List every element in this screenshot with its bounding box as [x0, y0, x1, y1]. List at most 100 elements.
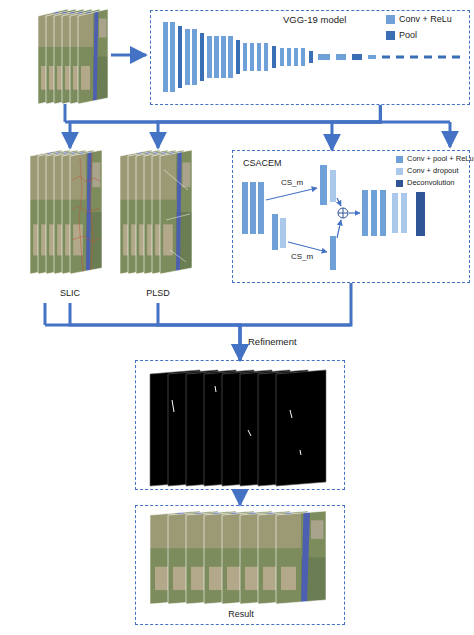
csacem-blocks-part: [362, 190, 368, 236]
vgg-layer-blocks-part: [368, 55, 376, 59]
module-label: CS_m: [281, 178, 303, 187]
flow-arrow: [70, 303, 240, 360]
node-label: VGG-19 model: [283, 15, 346, 26]
refinement-mask-stack-part: [276, 370, 326, 486]
result-image-stack: [150, 511, 326, 604]
vgg-layer-blocks-part: [178, 26, 182, 88]
refinement-mask-stack: [150, 370, 326, 486]
vgg-layer-blocks-part: [185, 29, 190, 85]
csacem-blocks-part: [401, 193, 407, 233]
vgg-layer-blocks-part: [336, 54, 346, 60]
csacem-blocks: [242, 165, 425, 270]
vgg-layer-blocks-part: [287, 48, 291, 66]
mask-specks: [172, 386, 301, 455]
vgg-layer-blocks-part: [250, 43, 254, 71]
csacem-blocks-part: [330, 170, 336, 202]
vgg-layer-blocks-part: [207, 36, 212, 78]
flow-line: [45, 55, 450, 325]
superpixel-lines-part: [72, 236, 100, 242]
sum-symbol-part: [343, 208, 344, 218]
csacem-blocks-part: [392, 193, 398, 233]
csacem-blocks-part: [416, 192, 425, 236]
vgg-layer-blocks-part: [352, 54, 362, 60]
module-label: CS_m: [291, 252, 313, 261]
flow-arrow: [332, 105, 380, 150]
vgg-layer-blocks-part: [309, 51, 313, 63]
slic-stage: SLIC: [28, 148, 112, 303]
refinement-box: Refinement: [135, 360, 345, 490]
line-segments-part: [170, 250, 186, 262]
mask-specks-part: [172, 400, 174, 412]
flow-line-part: [45, 324, 351, 327]
legend-text: Deconvolution: [407, 179, 455, 188]
flow-arrow: [240, 283, 351, 360]
line-segments-part: [166, 214, 190, 220]
vgg-layer-blocks-part: [200, 33, 204, 81]
mask-specks-part: [215, 386, 216, 392]
vgg-layer-blocks-part: [192, 29, 197, 85]
vgg-layer-blocks-part: [318, 54, 330, 60]
flow-line-part: [44, 303, 47, 325]
vgg-layer-blocks-part: [228, 36, 233, 78]
csacem-blocks-part: [371, 190, 377, 236]
plsd-image-stack-part: [160, 150, 192, 274]
csacem-arrows-part: [337, 220, 341, 238]
legend-text: Conv + pool + ReLu: [407, 155, 474, 164]
flow-arrow: [158, 303, 240, 360]
vgg-layer-blocks-part: [257, 43, 261, 71]
input-image-stack-part: [78, 9, 108, 104]
csacem-blocks-part: [320, 165, 327, 205]
superpixel-lines-part: [79, 158, 83, 272]
vgg-layer-blocks-part: [280, 48, 284, 66]
node-label: SLIC: [28, 288, 112, 298]
csacem-blocks-part: [250, 182, 256, 234]
node-label: Result: [136, 609, 346, 619]
csacem-blocks-part: [380, 190, 386, 236]
node-label: Refinement: [248, 337, 297, 348]
legend-swatch: [386, 15, 395, 24]
slic-image-stack-part: [70, 150, 102, 274]
legend-swatch: [386, 31, 395, 40]
mask-specks-part: [290, 410, 292, 418]
line-segments-part: [164, 170, 188, 190]
flow-arrow: [158, 105, 380, 148]
csacem-arrows-part: [266, 188, 317, 200]
csacem-blocks-part: [330, 236, 336, 270]
sum-symbol-part: [338, 208, 348, 218]
vgg-layer-blocks-part: [264, 43, 268, 71]
vgg-layer-blocks-part: [221, 36, 226, 78]
csacem-blocks-part: [280, 218, 286, 248]
legend-text: Conv + ReLu: [399, 14, 452, 24]
superpixel-lines-part: [72, 176, 100, 182]
flow-arrow: [70, 105, 380, 148]
vgg-layer-blocks-part: [243, 43, 247, 71]
csacem-arrows-part: [337, 198, 341, 206]
sum-symbol: [338, 208, 348, 218]
flow-line-part: [64, 104, 67, 122]
csacem-arrows-part: [288, 242, 327, 252]
superpixel-lines-part: [90, 153, 93, 270]
vgg-layer-blocks-part: [214, 36, 219, 78]
vgg-layer-blocks-part: [170, 22, 175, 92]
result-image-stack-part: [276, 511, 326, 604]
mask-specks-part: [248, 430, 251, 436]
flow-arrow: [239, 490, 242, 505]
vgg-layer-blocks-part: [163, 22, 168, 92]
line-segments: [164, 170, 190, 262]
flow-line-part: [111, 54, 146, 57]
csacem-blocks-part: [258, 182, 264, 234]
legend-text: Pool: [399, 30, 417, 40]
superpixel-lines-part: [72, 206, 100, 212]
vgg-layer-blocks-part: [294, 48, 298, 66]
node-label: PLSD: [116, 288, 200, 298]
csacem-blocks-part: [272, 214, 278, 250]
flow-line-part: [65, 121, 450, 124]
plsd-stage: PLSD: [116, 148, 200, 303]
vgg-layer-blocks-part: [382, 56, 462, 59]
result-box: Result: [135, 505, 345, 625]
mask-specks-part: [300, 450, 301, 455]
